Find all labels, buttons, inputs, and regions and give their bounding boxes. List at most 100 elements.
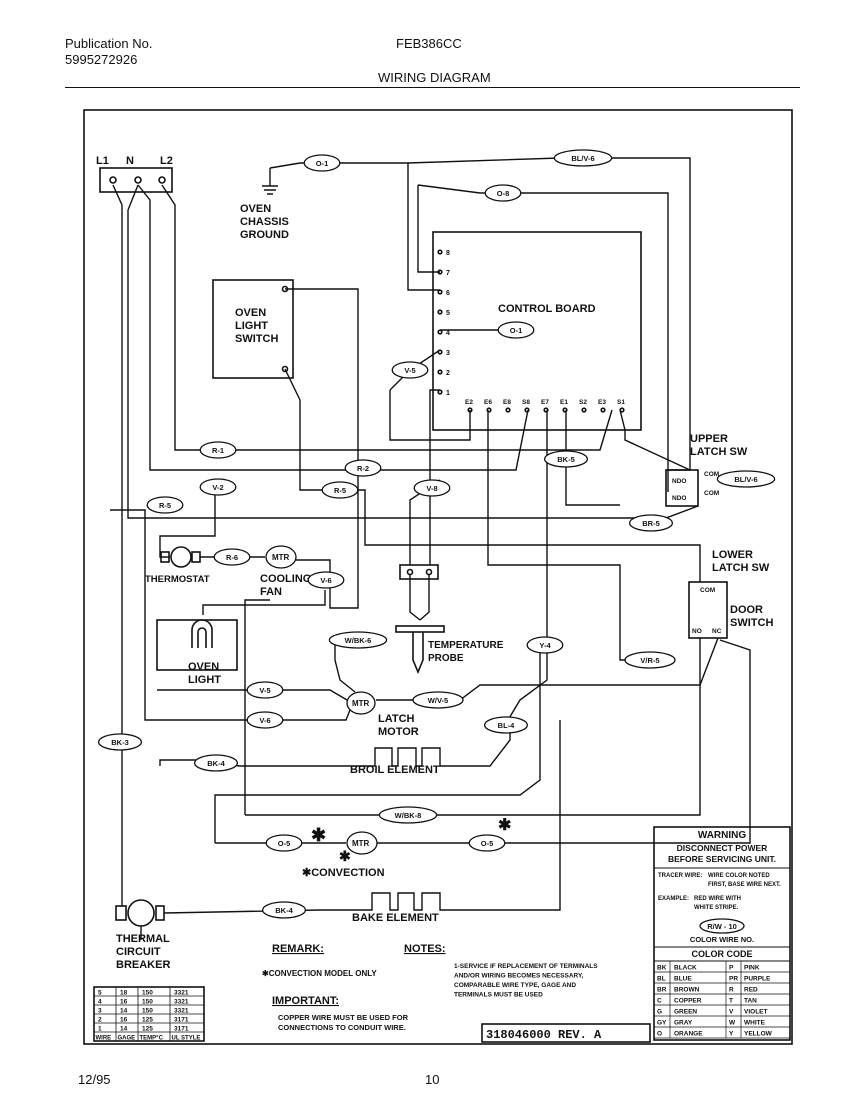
example-label: EXAMPLE:: [658, 896, 689, 902]
color-code-name: PINK: [744, 965, 760, 972]
wire-label-text: R-1: [212, 446, 224, 455]
bake-element: [320, 892, 460, 911]
wire-label-oval: [716, 470, 776, 488]
convection-label: ✱CONVECTION: [302, 867, 385, 879]
board-pin-label: 1: [446, 390, 450, 397]
wire-table-cell: 3321: [174, 999, 189, 1006]
model-number: FEB386CC: [396, 36, 462, 51]
wire-label-oval: [328, 631, 388, 649]
color-code-name: GREEN: [674, 1009, 697, 1016]
color-code-name: VIOLET: [744, 1009, 768, 1016]
wire-label-text: V-2: [212, 483, 223, 492]
asterisk-2: ✱: [339, 848, 351, 864]
upper-com-b: COM: [704, 490, 719, 497]
wire-label-text: R-5: [159, 501, 171, 510]
wire-table-cell: 125: [142, 1017, 153, 1024]
thermal-circuit-breaker: [127, 899, 155, 927]
remark-title: REMARK:: [272, 943, 324, 955]
board-pin-label: 4: [446, 330, 450, 337]
color-code-name: BROWN: [674, 987, 700, 994]
board-pin-label: 2: [446, 370, 450, 377]
board-bottom-pin: [543, 407, 549, 413]
color-code-name: TAN: [744, 998, 757, 1005]
color-code-abbr: GY: [657, 1020, 667, 1027]
wire-label-text: V-5: [259, 686, 270, 695]
warning-line: BEFORE SERVICING UNIT.: [668, 854, 776, 864]
color-code-abbr: C: [657, 998, 662, 1005]
wire-label-oval: [199, 441, 237, 459]
wire-label-text: O-1: [316, 159, 329, 168]
wire-label-oval: [483, 716, 529, 734]
color-code-name: BLUE: [674, 976, 692, 983]
color-code-abbr: BL: [657, 976, 666, 983]
wire-label-text: Y-4: [539, 641, 551, 650]
door-com: COM: [700, 587, 715, 594]
board-bottom-pin-label: S8: [522, 399, 530, 406]
board-pin: [437, 329, 443, 335]
wire-label-oval: [246, 711, 284, 729]
color-code-name: ORANGE: [674, 1031, 703, 1038]
control-board: [432, 231, 642, 431]
wire-label-text: O-5: [278, 839, 291, 848]
oven-light-switch: [212, 279, 294, 379]
terminal-l1: L1: [96, 155, 109, 167]
board-bottom-pin-label: E3: [598, 399, 606, 406]
broil-element: [352, 747, 460, 767]
broil-element-label: BROIL ELEMENT: [350, 764, 440, 776]
footer-date: 12/95: [78, 1072, 111, 1087]
board-bottom-pin-label: E2: [465, 399, 473, 406]
wire-table-cell: 16: [120, 1017, 128, 1024]
wire-label-oval: [246, 681, 284, 699]
door-switch: [688, 581, 728, 639]
board-pin: [437, 369, 443, 375]
control-board-label: CONTROL BOARD: [498, 303, 596, 315]
warning-line: DISCONNECT POWER: [677, 843, 768, 853]
wire-label-text: W/BK-6: [345, 636, 372, 645]
wire-table-cell: 3: [98, 1008, 102, 1015]
wire-label-oval: [543, 450, 589, 468]
wire-table-cell: 3321: [174, 990, 189, 997]
board-bottom-pin: [562, 407, 568, 413]
notes-title: NOTES:: [404, 943, 446, 955]
board-pin: [437, 389, 443, 395]
example-text: WHITE STRIPE.: [694, 905, 739, 911]
color-code-name: BLACK: [674, 965, 697, 972]
board-pin-label: 3: [446, 350, 450, 357]
important-title: IMPORTANT:: [272, 995, 339, 1007]
latch-mtr-text: MTR: [352, 699, 370, 708]
wire-label-text: O-1: [510, 326, 523, 335]
color-wire-no: COLOR WIRE NO.: [690, 935, 754, 944]
board-pin-label: 7: [446, 270, 450, 277]
tracer-text: FIRST, BASE WIRE NEXT.: [708, 882, 781, 888]
board-bottom-pin: [600, 407, 606, 413]
board-bottom-pin-label: S1: [617, 399, 625, 406]
board-pin-label: 6: [446, 290, 450, 297]
asterisk-1: ✱: [311, 825, 326, 845]
wire-table-cell: 150: [142, 1008, 153, 1015]
wire-label-text: R-2: [357, 464, 369, 473]
publication-label: Publication No.: [65, 36, 153, 51]
wire-label-text: O-5: [481, 839, 494, 848]
wire-label-oval: [303, 154, 341, 172]
wire-label-oval: [213, 548, 251, 566]
wire-table-cell: 150: [142, 990, 153, 997]
wire-table-header: TEMP°C: [140, 1036, 164, 1042]
cooling-fan-motor: [265, 545, 297, 569]
board-pin: [437, 309, 443, 315]
color-code-abbr: P: [729, 965, 734, 972]
wire-label-oval: [97, 733, 143, 751]
revision-text: 318046000 REV. A: [486, 1028, 602, 1042]
board-bottom-pin-label: E1: [560, 399, 568, 406]
wire-label-oval: [265, 834, 303, 852]
wire-table-cell: 3171: [174, 1026, 189, 1033]
important-line: CONNECTIONS TO CONDUIT WIRE.: [278, 1023, 406, 1032]
board-pin-label: 5: [446, 310, 450, 317]
door-nc: NC: [712, 628, 722, 635]
board-bottom-pin-label: E7: [541, 399, 549, 406]
wire-label-text: BK-3: [111, 738, 129, 747]
